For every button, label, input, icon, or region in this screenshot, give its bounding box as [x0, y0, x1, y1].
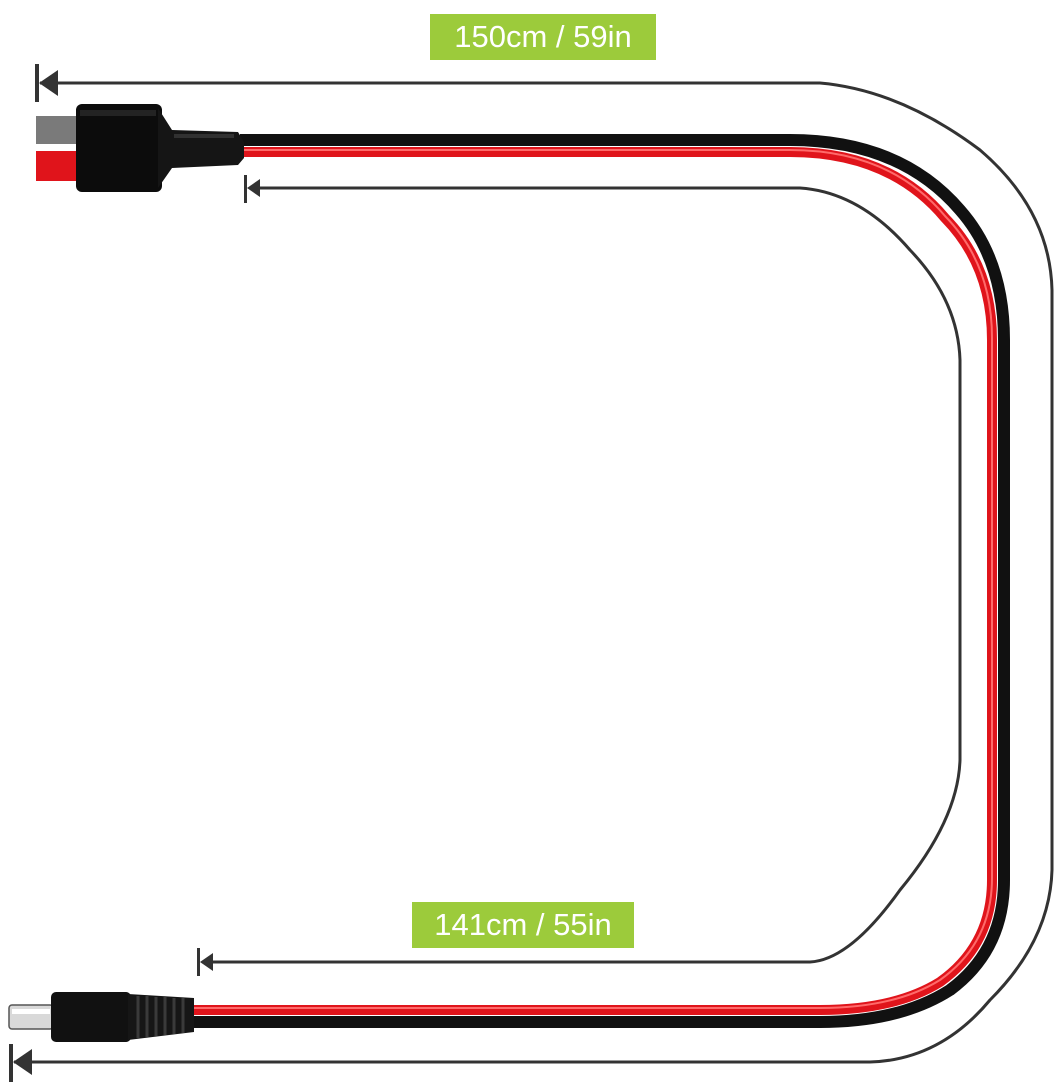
outer-arrow-bottom-icon: [9, 1044, 32, 1082]
inner-dimension-line: [204, 186, 962, 964]
red-wire: [190, 147, 997, 1015]
outer-arrow-top-icon: [35, 64, 58, 102]
inner-arrow-top-icon: [244, 175, 260, 203]
cable: [190, 134, 1010, 1028]
inner-arrow-bottom-icon: [197, 948, 213, 976]
anderson-connector-icon: [36, 104, 244, 192]
black-wire: [190, 134, 1010, 1028]
dc-barrel-plug-icon: [8, 992, 194, 1042]
total-length-label: 150cm / 59in: [430, 14, 656, 60]
cable-length-label: 141cm / 55in: [412, 902, 634, 948]
outer-dimension-line: [14, 81, 1054, 1064]
